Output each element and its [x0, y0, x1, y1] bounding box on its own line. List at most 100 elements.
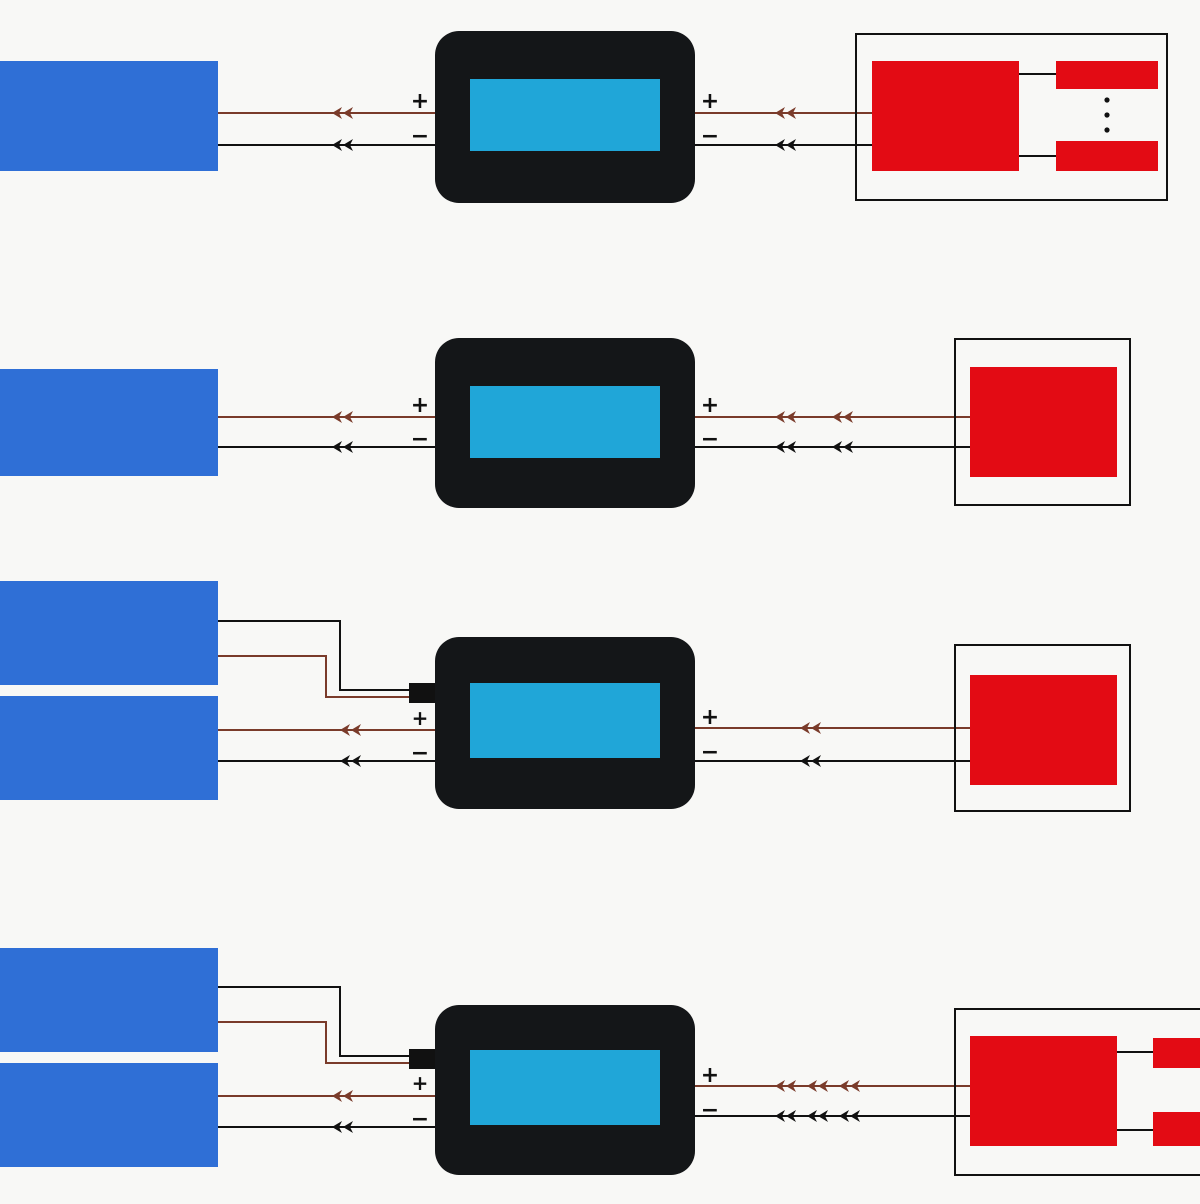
- meter-minus-out: −: [701, 740, 719, 765]
- load-frame: [954, 338, 1131, 506]
- chevron-left-icon: [800, 722, 810, 734]
- chevron-left-icon: [332, 1121, 342, 1133]
- series-link-inner: [218, 655, 412, 698]
- arrow-left-icon: [332, 1121, 353, 1133]
- meter-minus-out: −: [701, 124, 719, 149]
- chevron-left-icon: [340, 755, 350, 767]
- chevron-left-icon: [818, 1110, 828, 1122]
- chevron-left-icon: [786, 411, 796, 423]
- load-frame: [954, 1008, 1200, 1176]
- meter-minus-in: −: [411, 1107, 429, 1132]
- arrow-left-icon: [775, 139, 796, 151]
- chevron-left-icon: [343, 441, 353, 453]
- connector-plug-icon: [409, 683, 435, 703]
- chevron-left-icon: [775, 411, 785, 423]
- arrow-left-icon: [800, 722, 821, 734]
- arrow-left-icon: [332, 411, 353, 423]
- chevron-left-icon: [775, 441, 785, 453]
- load-bank-bottom: [1153, 1112, 1200, 1146]
- load-block: [970, 675, 1117, 785]
- arrow-left-icon: [332, 139, 353, 151]
- arrow-left-icon: [839, 1110, 860, 1122]
- solar-panel: [0, 369, 218, 476]
- chevron-left-icon: [332, 107, 342, 119]
- chevron-left-icon: [340, 724, 350, 736]
- arrow-left-icon: [807, 1080, 828, 1092]
- load-bank-top: [1056, 61, 1158, 89]
- chevron-left-icon: [786, 1080, 796, 1092]
- meter-plus-out: +: [701, 393, 719, 418]
- chevron-left-icon: [351, 724, 361, 736]
- chevron-left-icon: [811, 722, 821, 734]
- chevron-left-icon: [343, 1121, 353, 1133]
- load-block: [970, 367, 1117, 477]
- load-link: [1019, 73, 1056, 157]
- meter-plus-out: +: [701, 1063, 719, 1088]
- chevron-left-icon: [332, 1090, 342, 1102]
- chevron-left-icon: [332, 139, 342, 151]
- meter-plus-in: +: [411, 393, 429, 418]
- meter-minus-out: −: [701, 1098, 719, 1123]
- chevron-left-icon: [343, 1090, 353, 1102]
- arrow-left-icon: [839, 1080, 860, 1092]
- load-frame: [954, 644, 1131, 812]
- connector-plug-icon: [409, 1049, 435, 1069]
- load-bank-top: [1153, 1038, 1200, 1068]
- solar-panel-top: [0, 948, 218, 1052]
- chevron-left-icon: [818, 1080, 828, 1092]
- chevron-left-icon: [343, 107, 353, 119]
- chevron-left-icon: [832, 441, 842, 453]
- meter-plus-in: +: [412, 1071, 429, 1095]
- chevron-left-icon: [843, 441, 853, 453]
- arrow-left-icon: [775, 411, 796, 423]
- chevron-left-icon: [343, 411, 353, 423]
- series-link-inner: [218, 1021, 412, 1064]
- chevron-left-icon: [850, 1110, 860, 1122]
- chevron-left-icon: [343, 139, 353, 151]
- series-link-outer: [218, 986, 412, 1057]
- chevron-left-icon: [786, 107, 796, 119]
- solar-panel: [0, 61, 218, 171]
- series-link-outer: [218, 620, 412, 691]
- diagram-row-4: + − + −: [0, 948, 1200, 1176]
- arrow-left-icon: [775, 441, 796, 453]
- meter-minus-in: −: [411, 741, 429, 766]
- chevron-left-icon: [332, 411, 342, 423]
- arrow-left-icon: [775, 1110, 796, 1122]
- diagram-row-2: + − + −: [0, 338, 1131, 508]
- chevron-left-icon: [800, 755, 810, 767]
- arrow-left-icon: [800, 755, 821, 767]
- chevron-left-icon: [775, 1110, 785, 1122]
- chevron-left-icon: [832, 411, 842, 423]
- arrow-left-icon: [332, 107, 353, 119]
- solar-panel-top: [0, 581, 218, 685]
- arrow-left-icon: [332, 1090, 353, 1102]
- arrow-left-icon: [807, 1110, 828, 1122]
- meter-plus-out: +: [701, 89, 719, 114]
- meter-minus-out: −: [701, 427, 719, 452]
- chevron-left-icon: [807, 1080, 817, 1092]
- arrow-left-icon: [340, 724, 361, 736]
- chevron-left-icon: [843, 411, 853, 423]
- load-link: [1117, 1051, 1153, 1131]
- chevron-left-icon: [775, 107, 785, 119]
- solar-panel-bottom: [0, 1063, 218, 1167]
- arrow-left-icon: [340, 755, 361, 767]
- solar-panel-bottom: [0, 696, 218, 800]
- load-block: [970, 1036, 1117, 1146]
- meter-screen: [470, 1050, 660, 1125]
- arrow-left-icon: [832, 411, 853, 423]
- chevron-left-icon: [850, 1080, 860, 1092]
- chevron-left-icon: [351, 755, 361, 767]
- chevron-left-icon: [332, 441, 342, 453]
- meter-screen: [470, 79, 660, 151]
- chevron-left-icon: [839, 1110, 849, 1122]
- meter-plus-in: +: [412, 706, 429, 730]
- chevron-left-icon: [839, 1080, 849, 1092]
- meter-screen: [470, 386, 660, 458]
- arrow-left-icon: [832, 441, 853, 453]
- arrow-left-icon: [775, 107, 796, 119]
- arrow-left-icon: [332, 441, 353, 453]
